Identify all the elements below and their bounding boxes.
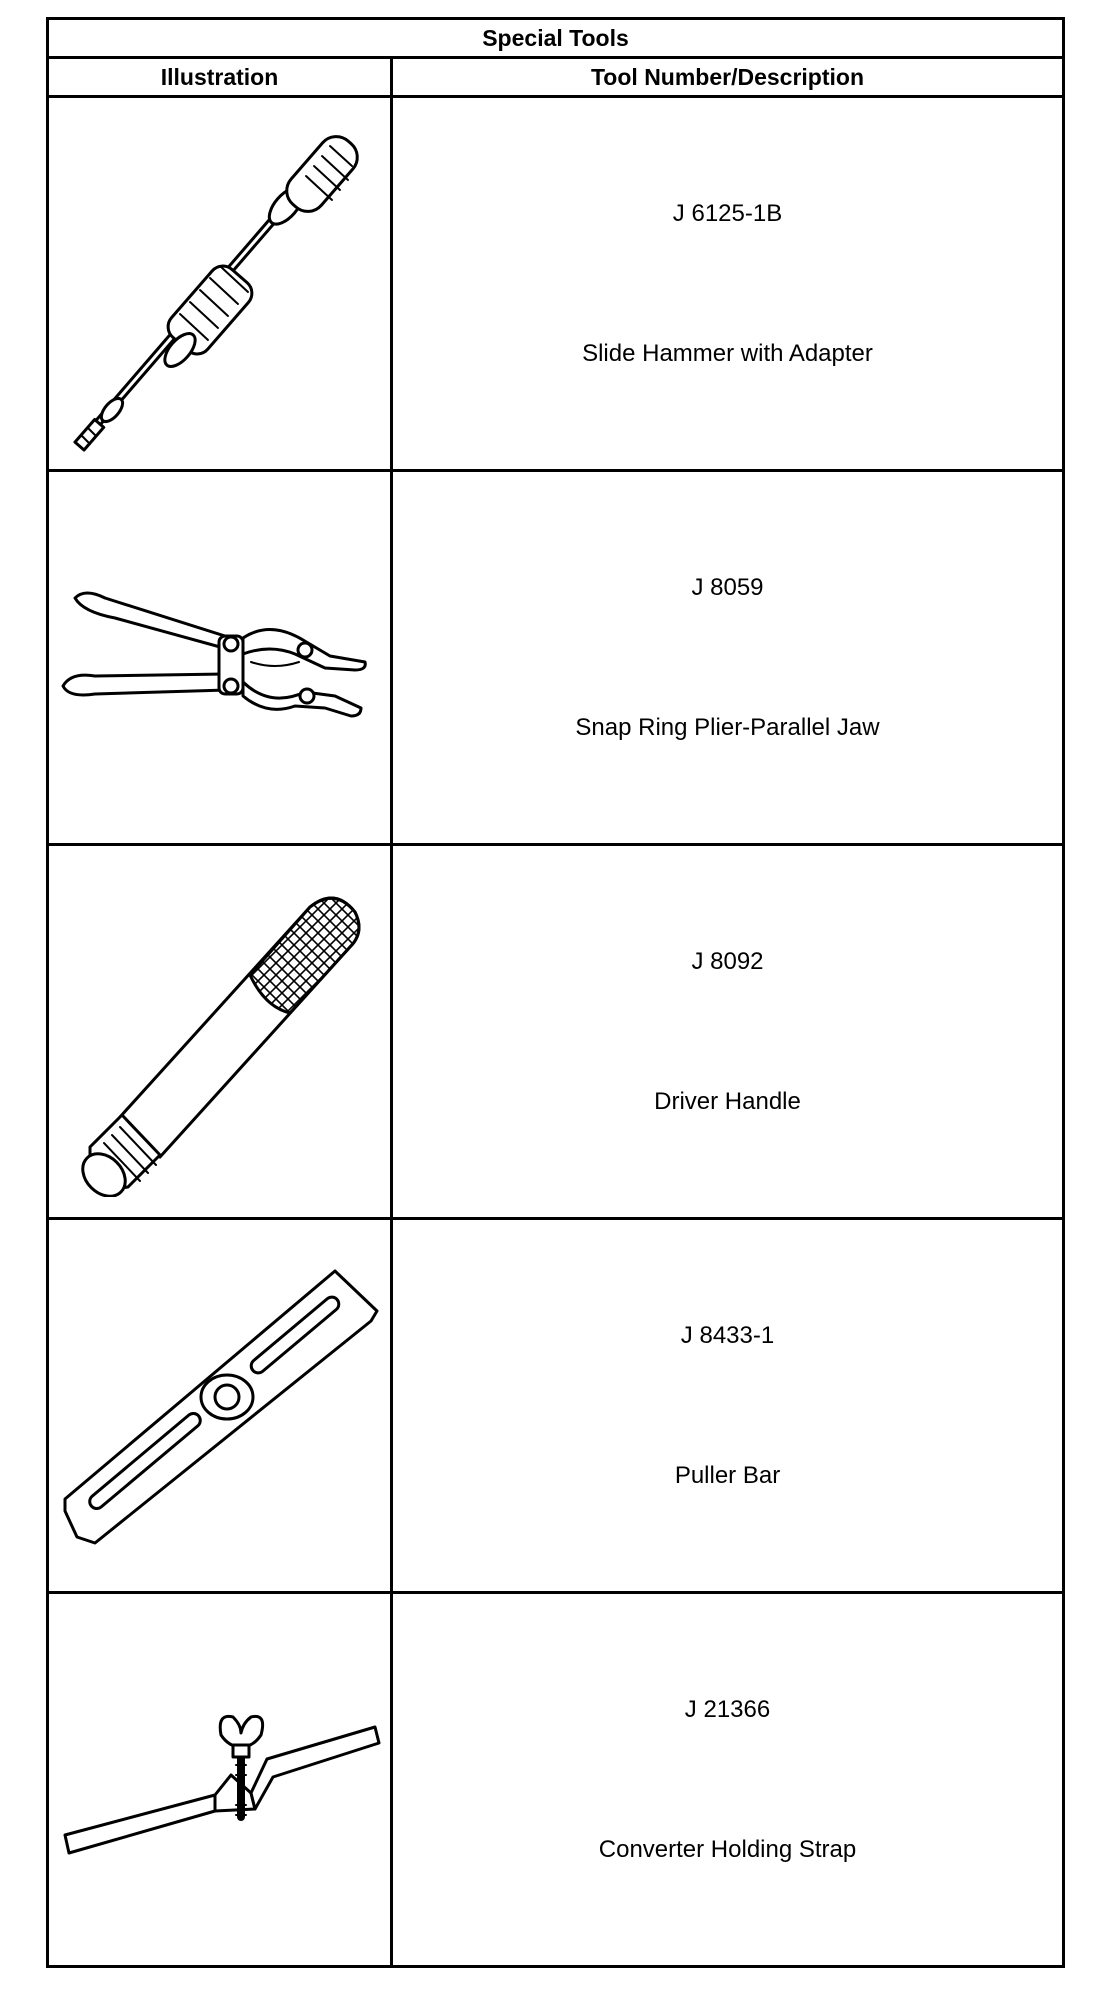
snap-ring-plier-icon [61, 591, 367, 717]
table-row: J 8059 Snap Ring Plier-Parallel Jaw [46, 469, 1065, 846]
header-illustration: Illustration [46, 56, 393, 98]
tool-number: J 21366 [684, 1695, 771, 1723]
puller-bar-icon [63, 1269, 378, 1544]
tool-number: J 8433-1 [680, 1321, 775, 1349]
table-row: J 6125-1B Slide Hammer with Adapter [46, 95, 1065, 472]
tool-description: Converter Holding Strap [598, 1835, 857, 1863]
tool-description: Driver Handle [654, 1087, 801, 1115]
description-cell: J 8059 Snap Ring Plier-Parallel Jaw [390, 469, 1065, 846]
table-title: Special Tools [46, 17, 1065, 59]
header-tool-description: Tool Number/Description [390, 56, 1065, 98]
illustration-cell [46, 469, 393, 846]
special-tools-table: Special Tools Illustration Tool Number/D… [46, 17, 1065, 1968]
illustration-cell [46, 95, 393, 472]
table-row: J 8433-1 Puller Bar [46, 1217, 1065, 1594]
tool-description: Puller Bar [674, 1461, 781, 1489]
description-cell: J 8433-1 Puller Bar [390, 1217, 1065, 1594]
tool-description: Snap Ring Plier-Parallel Jaw [575, 713, 880, 741]
slide-hammer-icon [72, 134, 359, 452]
description-cell: J 6125-1B Slide Hammer with Adapter [390, 95, 1065, 472]
illustration-cell [46, 843, 393, 1220]
description-cell: J 21366 Converter Holding Strap [390, 1591, 1065, 1968]
driver-handle-icon [80, 896, 360, 1197]
description-cell: J 8092 Driver Handle [390, 843, 1065, 1220]
table-row: J 21366 Converter Holding Strap [46, 1591, 1065, 1968]
illustration-cell [46, 1591, 393, 1968]
tool-number: J 8092 [691, 947, 764, 975]
holding-strap-icon [63, 1714, 380, 1854]
tool-number: J 8059 [691, 573, 764, 601]
tool-number: J 6125-1B [672, 199, 783, 227]
table-row: J 8092 Driver Handle [46, 843, 1065, 1220]
tool-description: Slide Hammer with Adapter [582, 339, 873, 367]
illustration-cell [46, 1217, 393, 1594]
